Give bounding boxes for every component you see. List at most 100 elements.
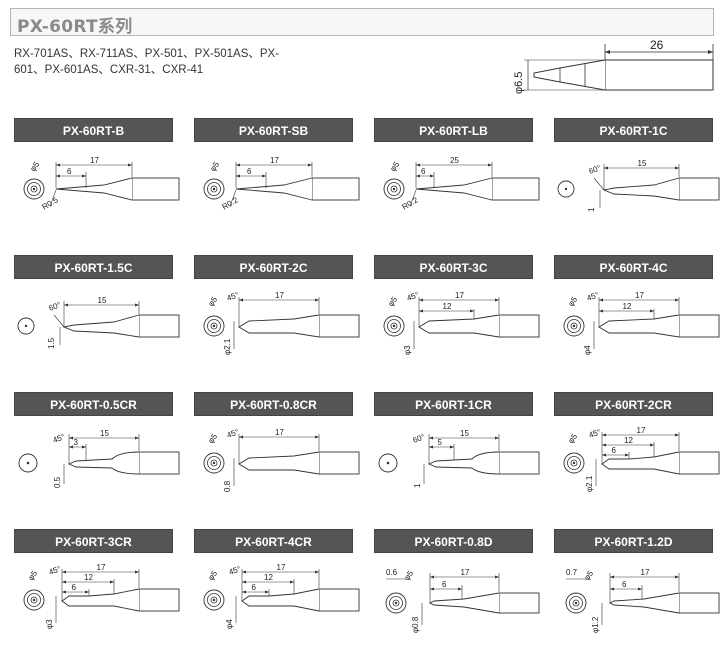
svg-text:φ3: φ3 [403, 345, 412, 355]
svg-text:45°: 45° [406, 290, 420, 303]
dimension-label: 12 [624, 436, 633, 445]
svg-text:45°: 45° [52, 432, 66, 445]
dimension-label: 15 [460, 429, 469, 438]
tip-end-view [203, 452, 225, 474]
svg-text:45°: 45° [226, 427, 240, 440]
tip-header: PX-60RT-1.2D [554, 529, 713, 553]
tip-end-view [563, 452, 585, 474]
compatible-line-2: 601、PX-601AS、CXR-31、CXR-41 [14, 64, 204, 76]
tip-header: PX-60RT-0.8D [374, 529, 533, 553]
tip-end-view [385, 592, 407, 614]
dimension-label: 6 [72, 583, 77, 592]
svg-text:φ5: φ5 [206, 432, 219, 446]
tip-body [498, 592, 540, 614]
svg-text:φ3: φ3 [45, 619, 54, 629]
svg-text:0.8: 0.8 [223, 480, 232, 492]
main-length-label: 26 [650, 38, 664, 52]
tip-header: PX-60RT-4C [554, 255, 713, 279]
dimension-label: 17 [455, 291, 464, 300]
dimension-label: 6 [67, 167, 72, 176]
dimension-label: 15 [100, 429, 109, 438]
svg-text:φ5: φ5 [206, 569, 219, 583]
svg-text:60°: 60° [412, 432, 426, 445]
tip-header: PX-60RT-1C [554, 118, 713, 142]
page-title: PX-60RT系列 [17, 17, 133, 37]
dimension-label: 6 [252, 583, 257, 592]
svg-text:φ4: φ4 [225, 619, 234, 629]
svg-text:1.5: 1.5 [47, 337, 56, 349]
svg-text:45°: 45° [586, 290, 600, 303]
tip-body [131, 177, 180, 201]
dimension-label: 12 [264, 573, 273, 582]
svg-text:60°: 60° [48, 300, 62, 313]
tip-header: PX-60RT-0.8CR [194, 392, 353, 416]
svg-text:φ4: φ4 [583, 345, 592, 355]
dimension-label: 15 [638, 159, 647, 168]
svg-text:R0.2: R0.2 [401, 195, 421, 212]
dimension-label: 17 [461, 568, 470, 577]
tip-end-view [563, 315, 585, 337]
dimension-label: 6 [442, 580, 447, 589]
svg-text:φ5: φ5 [386, 295, 399, 309]
main-tip-figure: 26 φ6.5 [513, 38, 714, 94]
tip-body [311, 177, 360, 201]
svg-text:1: 1 [413, 483, 422, 488]
tip-header: PX-60RT-2C [194, 255, 353, 279]
tip-diagram: 15 60° 1.5 [14, 289, 184, 369]
dimension-label: 17 [275, 291, 284, 300]
svg-text:0.6: 0.6 [386, 568, 398, 577]
svg-text:φ0.8: φ0.8 [411, 616, 420, 633]
svg-text:0.7: 0.7 [566, 568, 578, 577]
svg-text:R0.5: R0.5 [41, 195, 61, 212]
dimension-label: 25 [450, 156, 459, 165]
tip-body [498, 451, 540, 475]
tip-header: PX-60RT-4CR [194, 529, 353, 553]
tip-header: PX-60RT-1CR [374, 392, 533, 416]
tip-diagram: 15 60° 1 [554, 152, 724, 232]
tip-end-view [383, 178, 405, 200]
dimension-label: 15 [98, 296, 107, 305]
svg-text:45°: 45° [588, 427, 602, 440]
tip-end-view [203, 315, 225, 337]
tip-end-view [383, 315, 405, 337]
svg-text:45°: 45° [226, 290, 240, 303]
tip-end-view [23, 589, 45, 611]
svg-text:R0.2: R0.2 [221, 195, 241, 212]
tip-body [318, 588, 360, 612]
dimension-label: 12 [443, 302, 452, 311]
tip-diagram: 17 12 6 φ5 45° φ4 [194, 563, 364, 643]
tip-end-view [565, 592, 587, 614]
svg-text:45°: 45° [228, 564, 242, 577]
svg-text:1: 1 [587, 207, 596, 212]
dimension-label: 17 [90, 156, 99, 165]
title-bar: PX-60RT系列 [10, 8, 714, 37]
svg-text:φ5: φ5 [566, 432, 579, 446]
dimension-label: 17 [270, 156, 279, 165]
tip-end-view [23, 178, 45, 200]
tip-body [318, 314, 360, 338]
tip-body [318, 451, 360, 475]
dimension-label: 3 [74, 438, 79, 447]
dimension-label: 17 [637, 426, 646, 435]
svg-text:φ5: φ5 [26, 569, 39, 583]
tip-body [678, 451, 720, 475]
dimension-label: 17 [277, 563, 286, 572]
dimension-label: 12 [84, 573, 93, 582]
dimension-label: 6 [612, 446, 617, 455]
tip-header: PX-60RT-SB [194, 118, 353, 142]
svg-text:φ5: φ5 [582, 569, 595, 583]
tip-body [678, 177, 720, 201]
svg-text:φ5: φ5 [208, 160, 221, 174]
svg-text:60°: 60° [588, 163, 602, 176]
svg-text:45°: 45° [48, 564, 62, 577]
tip-end-view [203, 589, 225, 611]
tip-header: PX-60RT-LB [374, 118, 533, 142]
